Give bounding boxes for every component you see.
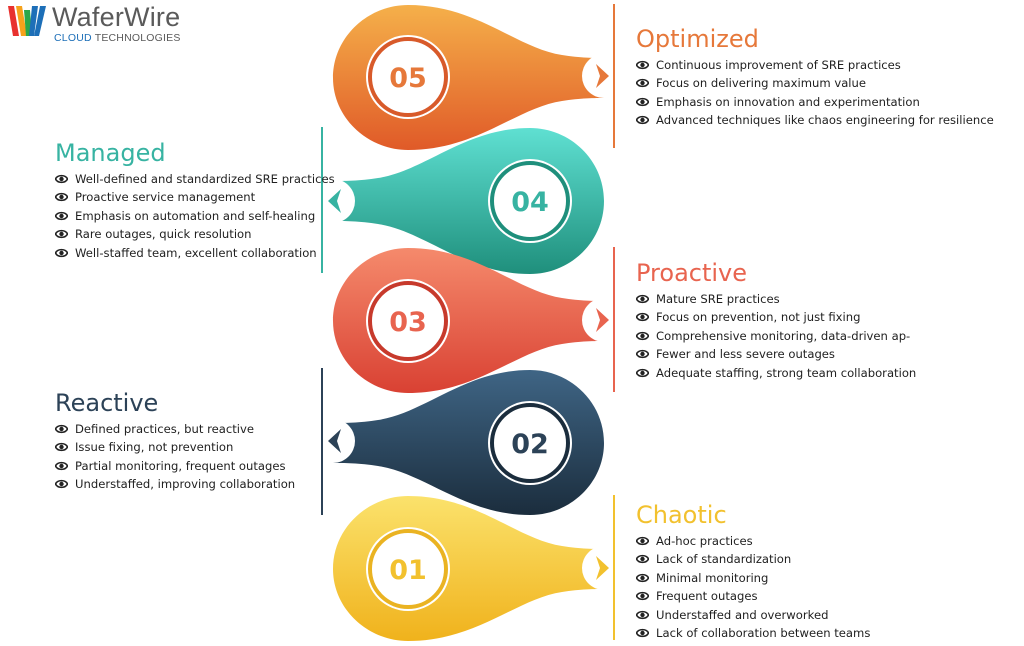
stage-item: Minimal monitoring (636, 569, 870, 587)
stage-02-number: 02 (511, 429, 549, 460)
eye-bullet-icon (636, 555, 649, 564)
eye-bullet-icon (636, 331, 649, 340)
stage-item: Rare outages, quick resolution (55, 225, 335, 243)
eye-bullet-icon (636, 592, 649, 601)
eye-bullet-icon (636, 60, 649, 70)
stage-05-shape: 05 (333, 4, 626, 150)
stage-title: Optimized (636, 25, 759, 53)
stage-02-shape: 02 (311, 368, 604, 515)
eye-bullet-icon (636, 628, 649, 638)
stage-items: Defined practices, but reactive Issue fi… (55, 420, 295, 494)
stage-title: Proactive (636, 259, 748, 287)
logo-mark-icon (8, 6, 46, 36)
stage-item: Comprehensive monitoring, data-driven ap… (636, 327, 916, 345)
stage-04-number: 04 (511, 187, 549, 218)
stage-03-number: 03 (389, 307, 427, 338)
stage-01-number: 01 (389, 555, 427, 586)
logo-sub-tech: TECHNOLOGIES (94, 32, 181, 44)
eye-bullet-icon (55, 193, 68, 202)
stage-item: Adequate staffing, strong team collabora… (636, 364, 916, 382)
stage-item: Focus on prevention, not just fixing (636, 308, 916, 326)
stage-reactive: Reactive Defined practices, but reactive… (55, 389, 295, 494)
stage-item: Mature SRE practices (636, 290, 916, 308)
stage-item: Emphasis on automation and self-healing (55, 207, 335, 225)
logo-wordmark: WaferWire (52, 2, 181, 32)
eye-bullet-icon (636, 610, 649, 619)
eye-bullet-icon (636, 573, 649, 582)
eye-bullet-icon (636, 536, 649, 546)
stage-items: Continuous improvement of SRE practices … (636, 56, 994, 130)
stage-item: Well-staffed team, excellent collaborati… (55, 244, 335, 262)
eye-bullet-icon (55, 480, 68, 489)
stage-item: Focus on delivering maximum value (636, 74, 994, 92)
eye-bullet-icon (55, 211, 68, 220)
eye-bullet-icon (55, 443, 68, 452)
stage-optimized: Optimized Continuous improvement of SRE … (636, 25, 994, 130)
stage-item: Proactive service management (55, 188, 335, 206)
stage-item: Lack of standardization (636, 550, 870, 568)
stage-item: Ad-hoc practices (636, 532, 870, 550)
logo-sub-cloud: CLOUD (54, 32, 92, 44)
stage-items: Ad-hoc practices Lack of standardization… (636, 532, 870, 642)
stage-item: Lack of collaboration between teams (636, 624, 870, 642)
stage-04-shape: 04 (311, 127, 604, 274)
stage-item: Defined practices, but reactive (55, 420, 295, 438)
stage-chaotic: Chaotic Ad-hoc practices Lack of standar… (636, 501, 870, 642)
eye-bullet-icon (636, 116, 649, 125)
stage-items: Mature SRE practices Focus on prevention… (636, 290, 916, 382)
stage-01-shape: 01 (333, 495, 626, 641)
eye-bullet-icon (636, 79, 649, 88)
eye-bullet-icon (636, 97, 649, 106)
stage-item: Understaffed, improving collaboration (55, 475, 295, 493)
stage-title: Reactive (55, 389, 159, 417)
eye-bullet-icon (636, 294, 649, 304)
stage-item: Well-defined and standardized SRE practi… (55, 170, 335, 188)
eye-bullet-icon (55, 174, 68, 184)
stage-managed: Managed Well-defined and standardized SR… (55, 139, 335, 262)
logo-subtitle: CLOUD TECHNOLOGIES (54, 32, 181, 44)
stage-item: Emphasis on innovation and experimentati… (636, 93, 994, 111)
eye-bullet-icon (636, 368, 649, 377)
eye-bullet-icon (55, 248, 68, 257)
stage-item: Issue fixing, not prevention (55, 438, 295, 456)
stage-item: Understaffed and overworked (636, 606, 870, 624)
stage-item: Continuous improvement of SRE practices (636, 56, 994, 74)
eye-bullet-icon (55, 230, 68, 239)
stage-item: Fewer and less severe outages (636, 345, 916, 363)
stage-proactive: Proactive Mature SRE practices Focus on … (636, 259, 916, 382)
stage-title: Managed (55, 139, 166, 167)
stage-05-number: 05 (389, 63, 427, 94)
stage-title: Chaotic (636, 501, 727, 529)
eye-bullet-icon (636, 313, 649, 322)
eye-bullet-icon (55, 461, 68, 470)
stage-items: Well-defined and standardized SRE practi… (55, 170, 335, 262)
stage-03-shape: 03 (333, 247, 626, 393)
waferwire-logo: WaferWire CLOUD TECHNOLOGIES (6, 2, 196, 46)
stage-item: Advanced techniques like chaos engineeri… (636, 111, 994, 129)
stage-item: Partial monitoring, frequent outages (55, 457, 295, 475)
eye-bullet-icon (636, 350, 649, 359)
eye-bullet-icon (55, 424, 68, 434)
stage-item: Frequent outages (636, 587, 870, 605)
